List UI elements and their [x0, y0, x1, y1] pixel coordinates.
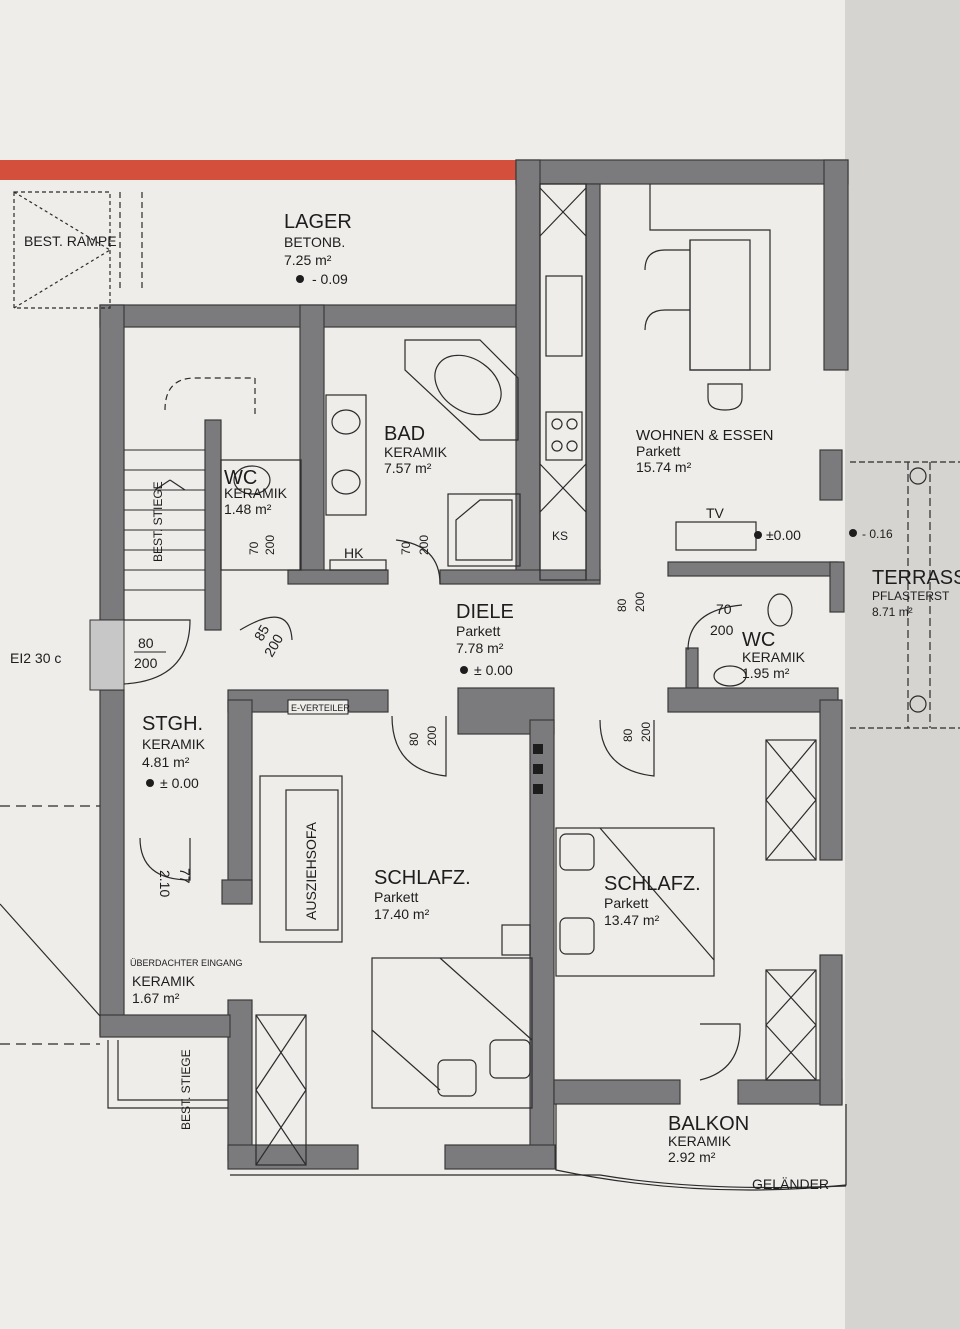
wohnen-name: WOHNEN & ESSEN: [636, 427, 774, 444]
fixtures: [0, 183, 960, 1191]
heater-label: HK: [344, 545, 364, 561]
lager-level: - 0.09: [312, 271, 348, 287]
terrasse-floor: PFLASTERST: [872, 589, 950, 603]
e-verteiler-box: [287, 699, 349, 715]
door-pier: [89, 619, 125, 691]
schlafz1-name: SCHLAFZ.: [374, 867, 471, 889]
diele-name: DIELE: [456, 601, 514, 623]
distributor-label: E-VERTEILER: [291, 703, 350, 713]
door-height: 200: [425, 726, 439, 746]
door-rating-label: EI2 30 c: [10, 650, 61, 666]
terrasse-name: TERRASS: [872, 567, 960, 589]
lager-area: 7.25 m²: [284, 252, 332, 268]
diele-level: ± 0.00: [474, 662, 513, 678]
door-width: 80: [407, 732, 421, 746]
wc1-floor: KERAMIK: [224, 485, 288, 501]
wohnen-area: 15.74 m²: [636, 459, 692, 475]
level-marker-icon: [460, 666, 468, 674]
door-height: 200: [633, 592, 647, 612]
wc1-name: WC: [224, 467, 257, 489]
diele-floor: Parkett: [456, 623, 500, 639]
door-height: 200: [417, 535, 431, 555]
wohnen-floor: Parkett: [636, 443, 680, 459]
door-width: 80: [138, 635, 154, 651]
bad-floor: KERAMIK: [384, 444, 448, 460]
eingang-area: 1.67 m²: [132, 990, 180, 1006]
railing-label: GELÄNDER: [752, 1176, 829, 1192]
sofa-label: AUSZIEHSOFA: [303, 821, 319, 920]
door-width: 77: [177, 868, 193, 884]
bad-area: 7.57 m²: [384, 460, 432, 476]
terrasse-level: - 0.16: [862, 527, 893, 541]
level-marker-icon: [146, 779, 154, 787]
bad-name: BAD: [384, 423, 425, 445]
level-marker-icon: [754, 531, 762, 539]
wc2-area: 1.95 m²: [742, 665, 790, 681]
door-height: 200: [710, 622, 734, 638]
schlafz2-name: SCHLAFZ.: [604, 873, 701, 895]
page-edge: [845, 0, 960, 1329]
door-height: 200: [134, 655, 158, 671]
boundary-red-strip: [0, 160, 516, 180]
schlafz2-floor: Parkett: [604, 895, 648, 911]
door-width: 80: [615, 598, 629, 612]
eingang-name: ÜBERDACHTER EINGANG: [130, 958, 243, 968]
door-height: 200: [639, 722, 653, 742]
door-width: 80: [621, 728, 635, 742]
schlafz1-floor: Parkett: [374, 889, 418, 905]
level-marker-icon: [296, 275, 304, 283]
door-width: 85: [251, 622, 273, 644]
kitchen-tag: KS: [552, 529, 568, 543]
level-marker-icon: [849, 529, 857, 537]
stiege1-label: BEST. STIEGE: [151, 481, 165, 562]
stgh-area: 4.81 m²: [142, 754, 190, 770]
lager-floor: BETONB.: [284, 234, 345, 250]
tv-label: TV: [706, 505, 725, 521]
stiege2-label: BEST. STIEGE: [179, 1049, 193, 1130]
door-width: 70: [399, 541, 413, 555]
door-width: 70: [716, 601, 732, 617]
balkon-area: 2.92 m²: [668, 1149, 716, 1165]
wc2-floor: KERAMIK: [742, 649, 806, 665]
wc1-area: 1.48 m²: [224, 501, 272, 517]
stgh-name: STGH.: [142, 713, 203, 735]
terrasse-area: 8.71 m²: [872, 605, 913, 619]
schlafz1-area: 17.40 m²: [374, 906, 430, 922]
stgh-level: ± 0.00: [160, 775, 199, 791]
electrical-sockets: [533, 744, 543, 794]
door-width: 70: [247, 541, 261, 555]
wohnen-level: ±0.00: [766, 527, 801, 543]
wc2-name: WC: [742, 629, 775, 651]
balkon-name: BALKON: [668, 1113, 749, 1135]
door-height: 2.10: [157, 870, 173, 897]
stgh-floor: KERAMIK: [142, 736, 206, 752]
door-height: 200: [263, 535, 277, 555]
balkon-floor: KERAMIK: [668, 1133, 732, 1149]
rampe-label: BEST. RAMPE: [24, 233, 117, 249]
diele-area: 7.78 m²: [456, 640, 504, 656]
schlafz2-area: 13.47 m²: [604, 912, 660, 928]
lager-name: LAGER: [284, 211, 352, 233]
eingang-floor: KERAMIK: [132, 973, 196, 989]
